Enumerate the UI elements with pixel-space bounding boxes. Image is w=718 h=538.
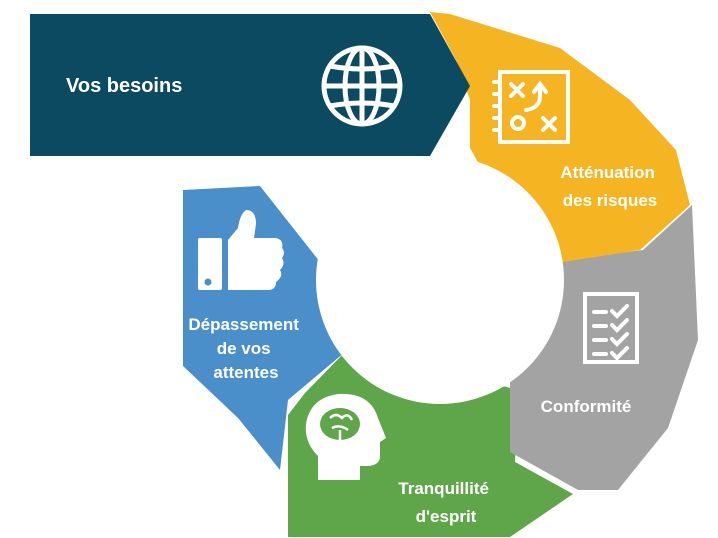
label-depassement: Dépassement de vos attentes: [188, 315, 303, 382]
label-tranquillite: Tranquillité d'esprit: [398, 479, 493, 526]
strategy-board-icon: [492, 70, 570, 144]
label-conformite: Conformité: [541, 397, 632, 416]
segment-depassement: [183, 186, 345, 470]
thumbs-up-icon: [198, 210, 284, 290]
globe-icon: [321, 45, 403, 127]
checklist-icon: [583, 292, 639, 364]
segment-conformite: [510, 205, 698, 490]
brain-head-icon: [305, 393, 386, 480]
segment-attenuation: [430, 12, 690, 262]
label-vos-besoins: Vos besoins: [66, 75, 182, 97]
label-attenuation: Atténuation des risques: [560, 163, 659, 210]
center-hole: [316, 156, 564, 404]
